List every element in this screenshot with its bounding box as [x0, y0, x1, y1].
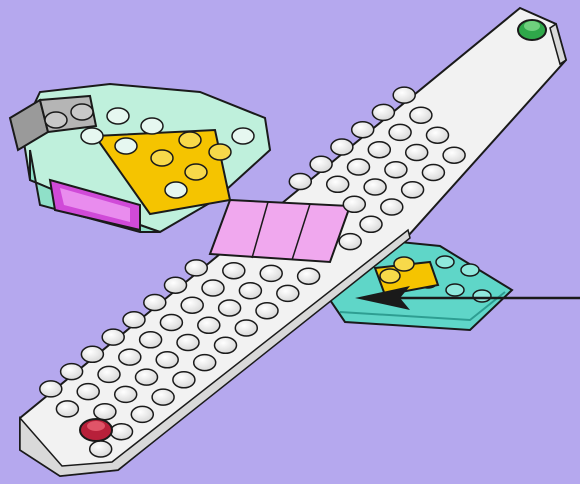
wing-stud — [348, 159, 370, 175]
wing-stud — [260, 265, 282, 281]
wing-stud — [310, 156, 332, 172]
wing-stud — [277, 285, 299, 301]
wing-stud — [327, 176, 349, 192]
wing-stud — [219, 300, 241, 316]
wing-stud — [298, 268, 320, 284]
wing-stud — [140, 332, 162, 348]
wing-stud — [165, 277, 187, 293]
wing-stud — [40, 381, 62, 397]
wing-stud — [198, 317, 220, 333]
wing-stud — [56, 401, 78, 417]
main-wing — [20, 8, 566, 476]
wing-stud — [235, 320, 257, 336]
wing-stud — [181, 297, 203, 313]
wing-stud — [360, 216, 382, 232]
wing-stud — [239, 283, 261, 299]
wing-stud — [406, 145, 428, 161]
wing-stud — [119, 349, 141, 365]
wing-stud — [123, 312, 145, 328]
wing-stud — [389, 124, 411, 140]
wing-stud — [402, 182, 424, 198]
wing-stud — [372, 104, 394, 120]
wing-stud — [385, 162, 407, 178]
wing-stud — [410, 107, 432, 123]
wing-stud — [393, 87, 415, 103]
wing-stud — [256, 303, 278, 319]
wing-stud — [202, 280, 224, 296]
wing-stud — [136, 369, 158, 385]
wing-stud — [364, 179, 386, 195]
wing-stud — [152, 389, 174, 405]
wing-stud — [131, 406, 153, 422]
wing-stud — [368, 142, 390, 158]
wing-stud — [443, 147, 465, 163]
wing-stud — [339, 234, 361, 250]
wing-stud — [343, 196, 365, 212]
wing-stud — [90, 441, 112, 457]
wing-stud — [115, 386, 137, 402]
center-pink-tiles — [210, 200, 350, 262]
wing-stud — [61, 364, 83, 380]
wing-stud — [194, 355, 216, 371]
wing-stud — [352, 122, 374, 138]
wing-stud — [185, 260, 207, 276]
wing-stud — [160, 315, 182, 331]
wing-stud — [81, 346, 103, 362]
wing-stud — [98, 366, 120, 382]
wing-stud — [102, 329, 124, 345]
wing-stud — [177, 335, 199, 351]
wing-stud — [173, 372, 195, 388]
wing-stud — [156, 352, 178, 368]
wing-stud — [223, 263, 245, 279]
wing-stud — [381, 199, 403, 215]
wing-stud — [144, 295, 166, 311]
wing-stud — [331, 139, 353, 155]
wing-stud — [77, 384, 99, 400]
wing-stud — [215, 337, 237, 353]
wing-stud — [111, 424, 133, 440]
wing-stud — [422, 165, 444, 181]
wing-stud — [289, 174, 311, 190]
wing-stud — [427, 127, 449, 143]
wing-stud — [94, 404, 116, 420]
